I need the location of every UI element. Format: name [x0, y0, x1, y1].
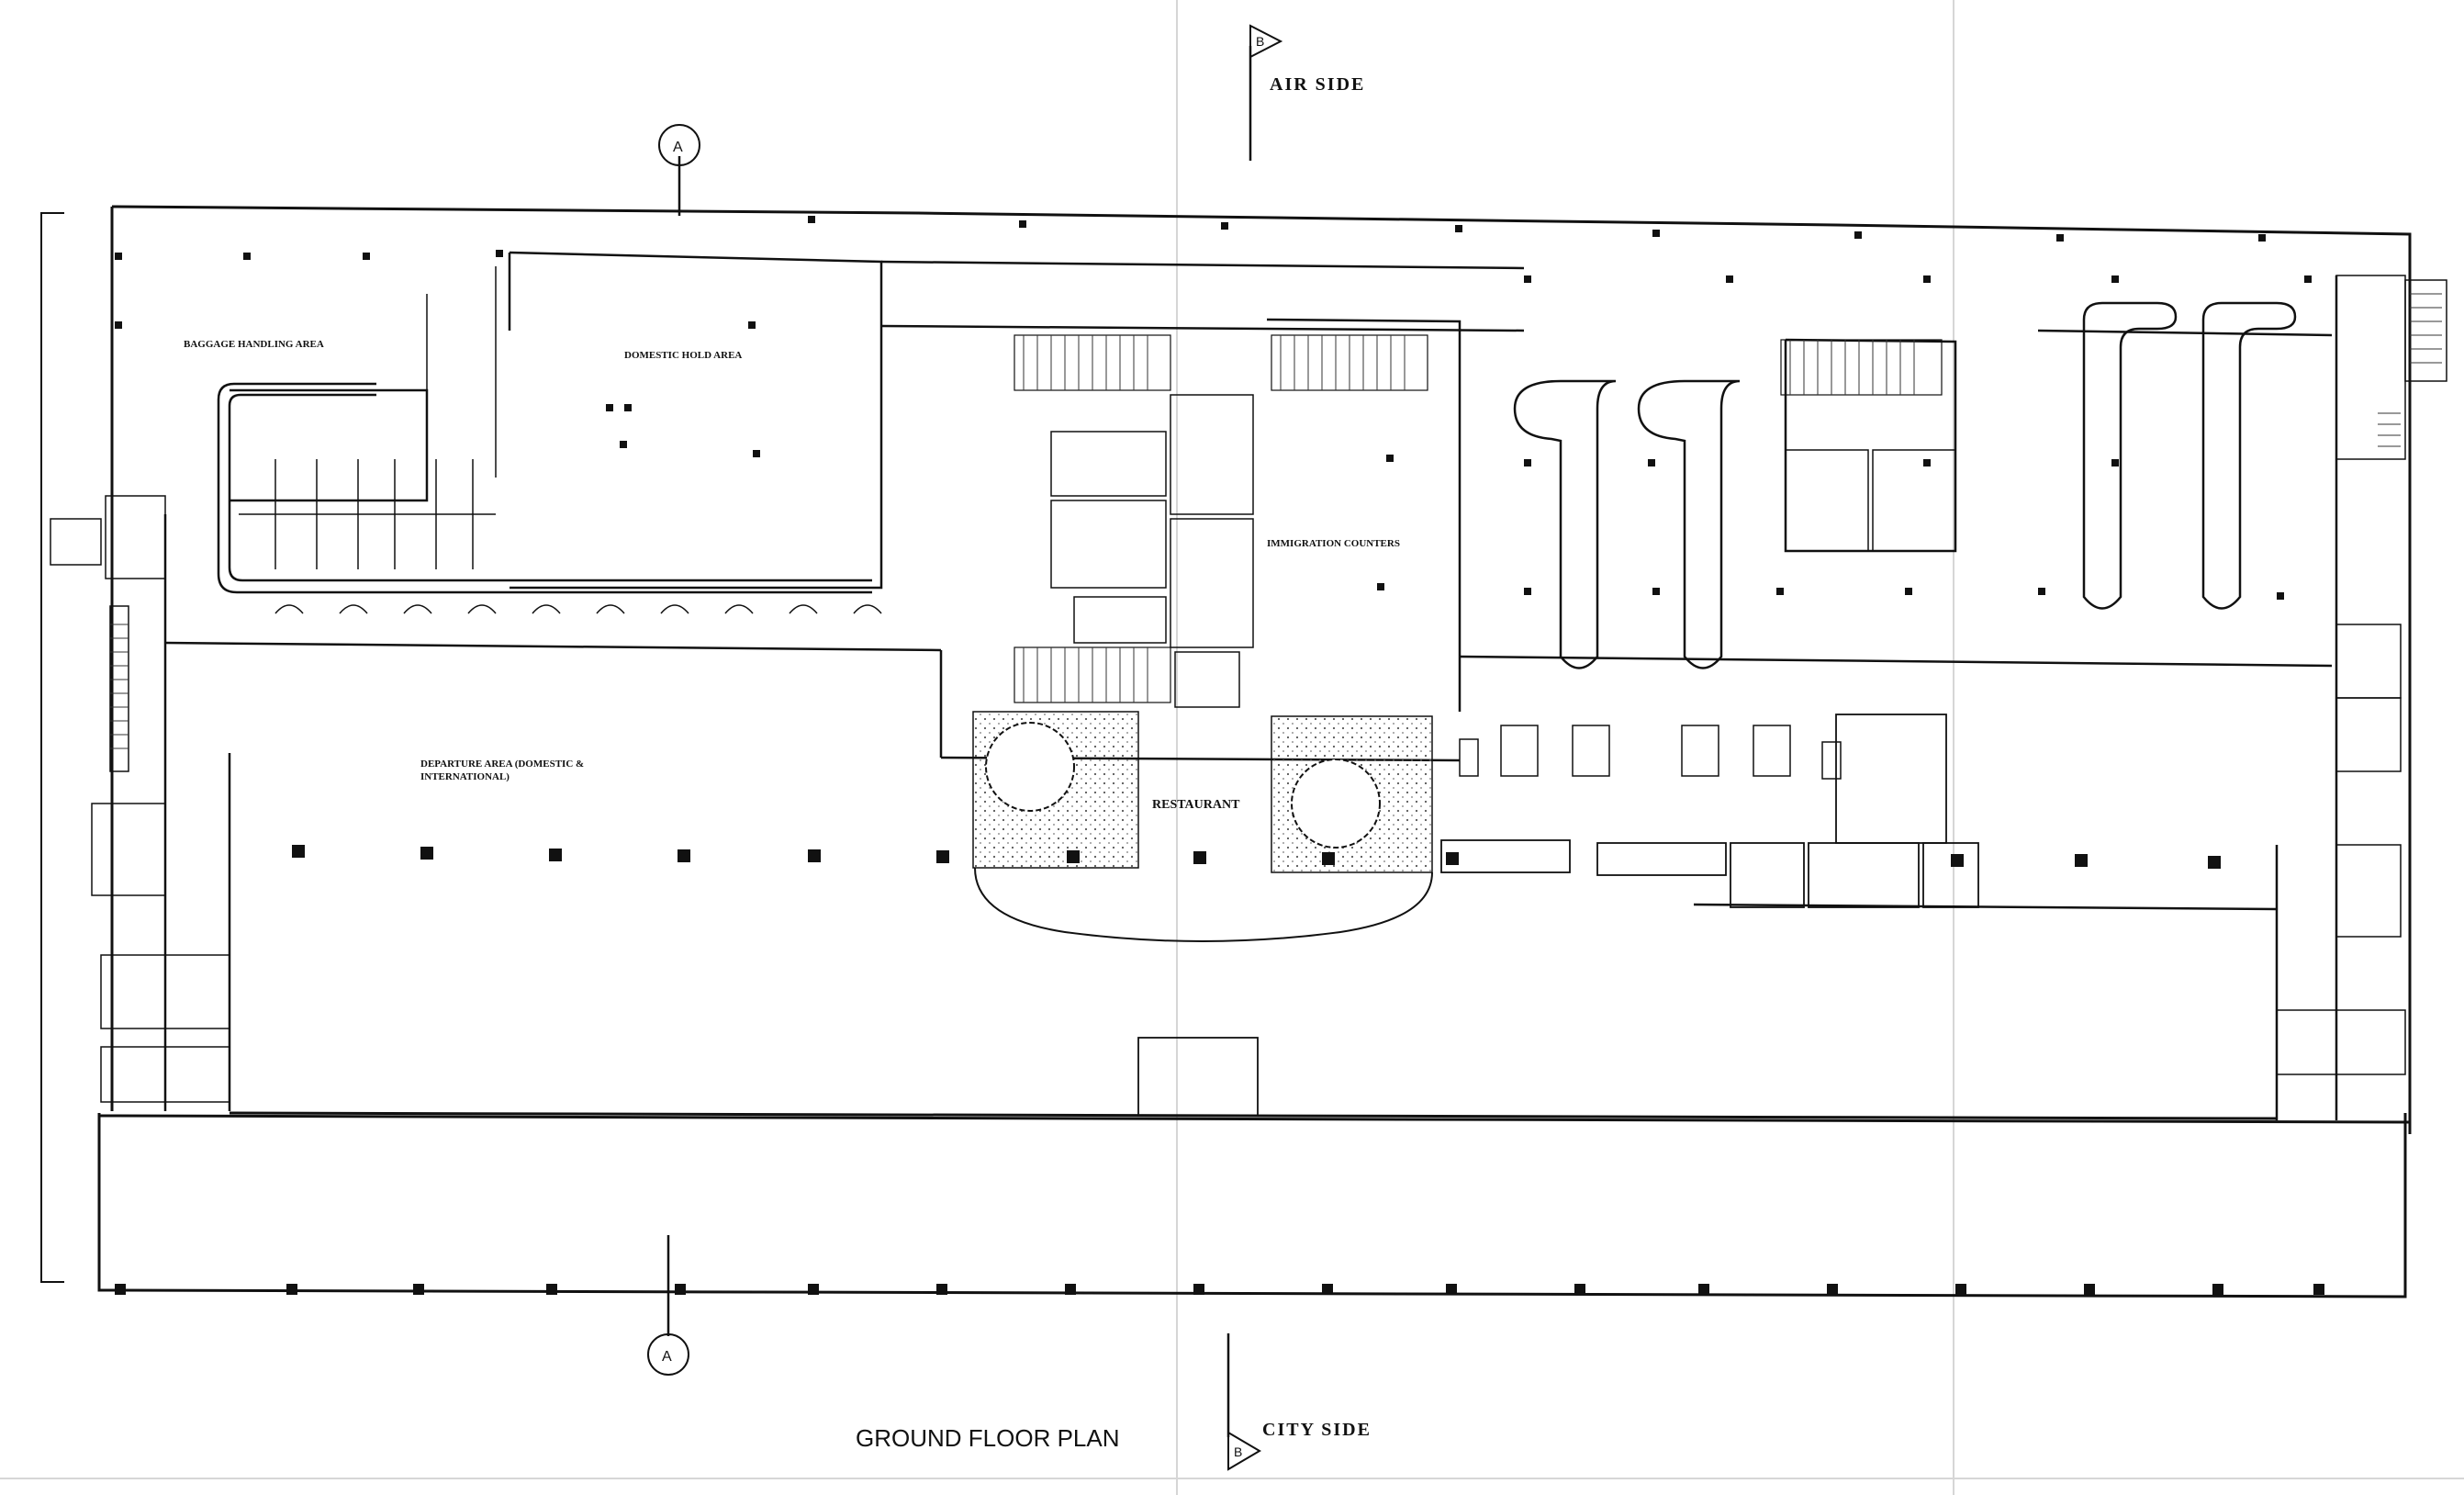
- building-outline: [40, 205, 2412, 1298]
- gate-doors-row: [274, 604, 882, 614]
- section-marker-left-bottom: A: [647, 1333, 689, 1376]
- baggage-handling-area-label: BAGGAGE HANDLING AREA: [184, 339, 324, 350]
- departure-area-label-line2: INTERNATIONAL): [420, 771, 510, 782]
- city-side-canopy: [98, 1130, 2406, 1297]
- drawing-title: GROUND FLOOR PLAN: [856, 1424, 1120, 1452]
- svg-text:B: B: [1234, 1444, 1242, 1459]
- svg-text:B: B: [1256, 34, 1264, 49]
- city-side-label: CITY SIDE: [1262, 1420, 1372, 1440]
- departure-area-label-line1: DEPARTURE AREA (DOMESTIC &: [420, 759, 584, 770]
- right-end-block: [2276, 275, 2447, 1075]
- checkin-counters: [1459, 725, 1842, 780]
- svg-text:A: A: [662, 1349, 672, 1365]
- baggage-carousel-left: [217, 382, 872, 594]
- restaurant-label: RESTAURANT: [1152, 798, 1240, 812]
- air-side-label: AIR SIDE: [1270, 74, 1365, 95]
- hold-area-cubicles: [239, 266, 497, 569]
- reclaim-belts: [1513, 301, 2297, 669]
- svg-text:A: A: [673, 140, 683, 155]
- section-marker-left-top: A: [658, 124, 700, 166]
- domestic-hold-area-label: DOMESTIC HOLD AREA: [624, 350, 742, 361]
- departure-shops: [1137, 714, 1979, 1117]
- restaurant-courts: [972, 711, 1433, 942]
- left-stair-hatch: [110, 624, 129, 749]
- escalator-hatching: [1023, 335, 1915, 703]
- left-end-block: [50, 495, 230, 1103]
- office-rooms: [1050, 394, 1956, 708]
- section-marker-bottom: B: [1227, 1431, 1261, 1471]
- structural-columns: [115, 216, 2324, 1295]
- section-cut-lines: [666, 46, 1252, 1437]
- escalators: [1014, 334, 1943, 703]
- internal-walls: [163, 251, 2338, 1120]
- section-marker-top: B: [1249, 24, 1283, 59]
- right-stair-hatch: [2378, 293, 2442, 447]
- immigration-counters-label: IMMIGRATION COUNTERS: [1267, 538, 1400, 549]
